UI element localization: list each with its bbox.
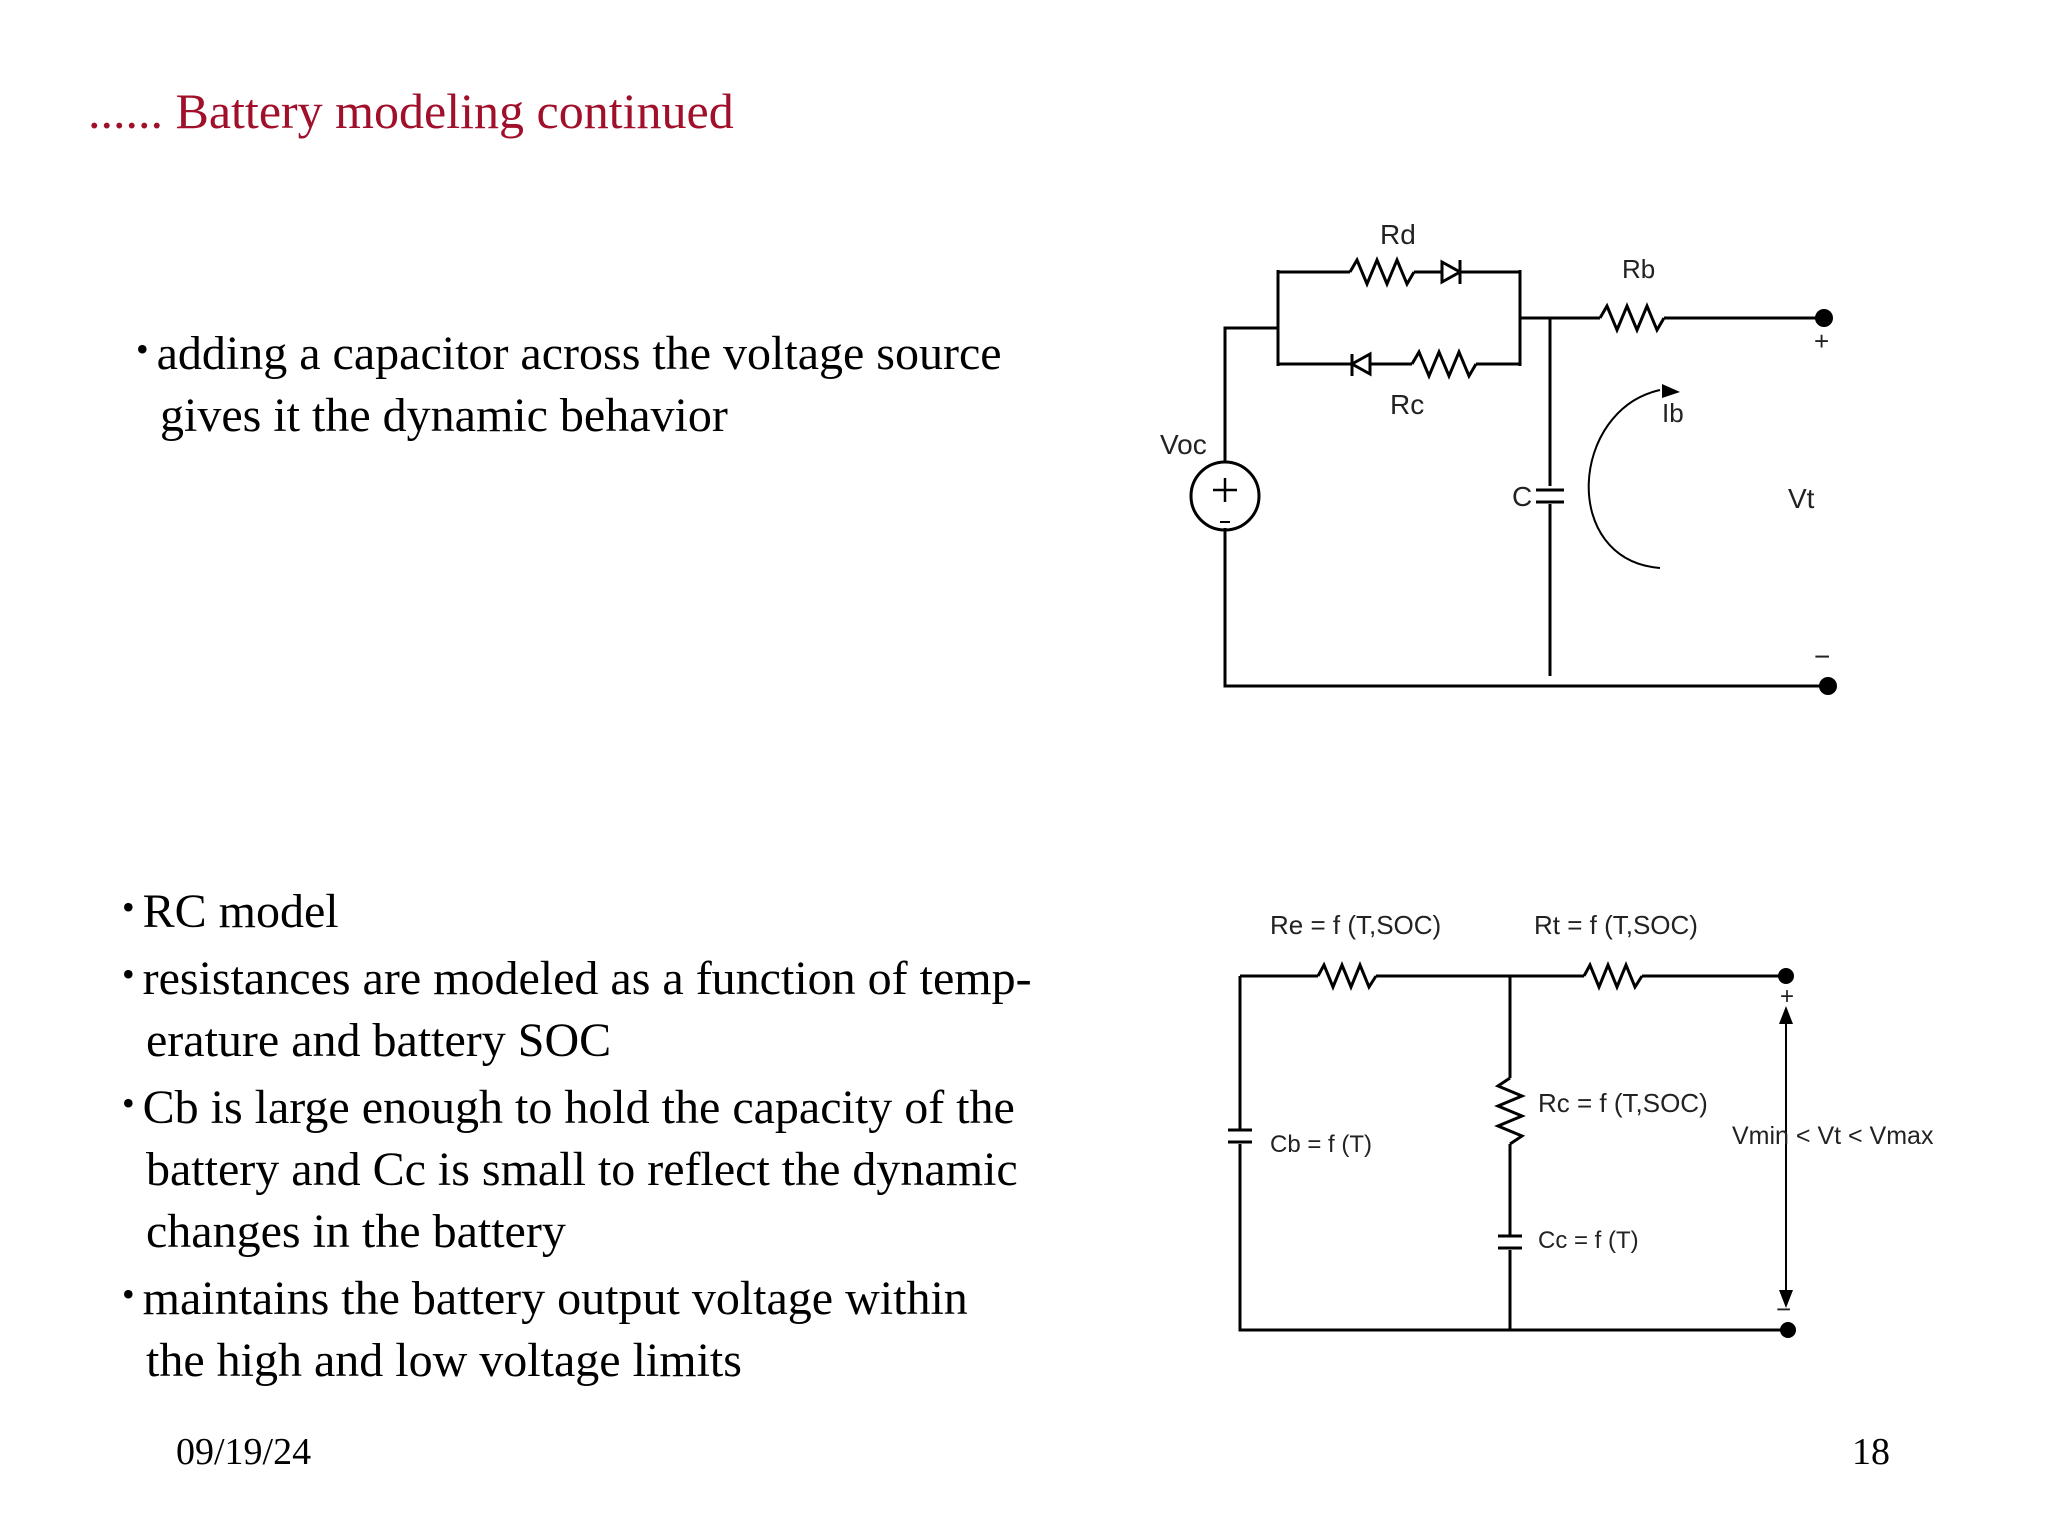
label-plus: + [1814,326,1829,356]
resistor-rt [1582,961,1644,991]
bullet-dot: • [122,954,135,994]
bullet-item: •Cb is large enough to hold the capacity… [122,1081,1018,1258]
label-rb: Rb [1622,254,1655,284]
label-cc: Cc = f (T) [1538,1227,1639,1254]
wire-voc-top [1223,326,1278,462]
diode-rd [1440,259,1464,285]
bullet-item: •maintains the battery output voltage wi… [122,1272,968,1387]
bullet-item: •adding a capacitor across the voltage s… [136,327,1002,442]
label-rt: Rt = f (T,SOC) [1534,910,1698,940]
slide-title: ...... Battery modeling continued [88,83,734,139]
wire-bottom [1238,1144,1790,1332]
resistor-rd [1348,256,1416,288]
bullet-item: •RC model [122,885,339,938]
bullet-item: •resistances are modeled as a function o… [122,952,1032,1067]
label-re: Re = f (T,SOC) [1270,910,1441,940]
diode-rc [1348,351,1372,377]
current-arrow-ib [1587,389,1661,569]
arrow-head [1662,384,1680,398]
resistor-rc [1410,348,1478,380]
slide-date: 09/19/24 [176,1431,312,1473]
bullet-dot: • [122,1083,135,1123]
label-c: C [1512,481,1532,512]
circuit-diagram-dynamic-model: Rd Rb Rc Ib Voc C Vt + − [1160,219,1837,695]
bullet-dot: • [122,1274,135,1314]
bullet-dot: • [136,329,149,369]
slide-page-number: 18 [1852,1431,1890,1473]
label-rc: Rc = f (T,SOC) [1538,1088,1708,1118]
resistor-rc [1494,1076,1526,1146]
label-minus: − [1814,641,1830,672]
bullet-dot: • [122,887,135,927]
bullet-list-rc-model: •RC model •resistances are modeled as a … [122,876,1032,1392]
label-minus: − [1776,1294,1791,1324]
terminal-positive [1815,309,1833,327]
label-ib: Ib [1662,398,1684,428]
label-rd: Rd [1380,219,1416,250]
resistor-rb [1598,302,1666,334]
label-cb: Cb = f (T) [1270,1131,1372,1158]
resistor-re [1316,961,1378,991]
wire-bottom [1223,528,1828,688]
terminal-negative [1819,677,1837,695]
bullet-list-capacitor: •adding a capacitor across the voltage s… [136,318,1002,447]
terminal-negative [1780,1322,1796,1338]
label-plus: + [1780,983,1794,1010]
label-rc: Rc [1390,389,1424,420]
circuit-diagram-rc-model: Re = f (T,SOC) Rt = f (T,SOC) Rc = f (T,… [1228,910,1934,1338]
terminal-positive [1778,968,1794,984]
label-vt: Vt [1788,483,1815,514]
label-voltage-range: Vmin < Vt < Vmax [1732,1122,1934,1150]
voltage-source-voc [1189,460,1261,532]
label-voc: Voc [1160,429,1207,460]
